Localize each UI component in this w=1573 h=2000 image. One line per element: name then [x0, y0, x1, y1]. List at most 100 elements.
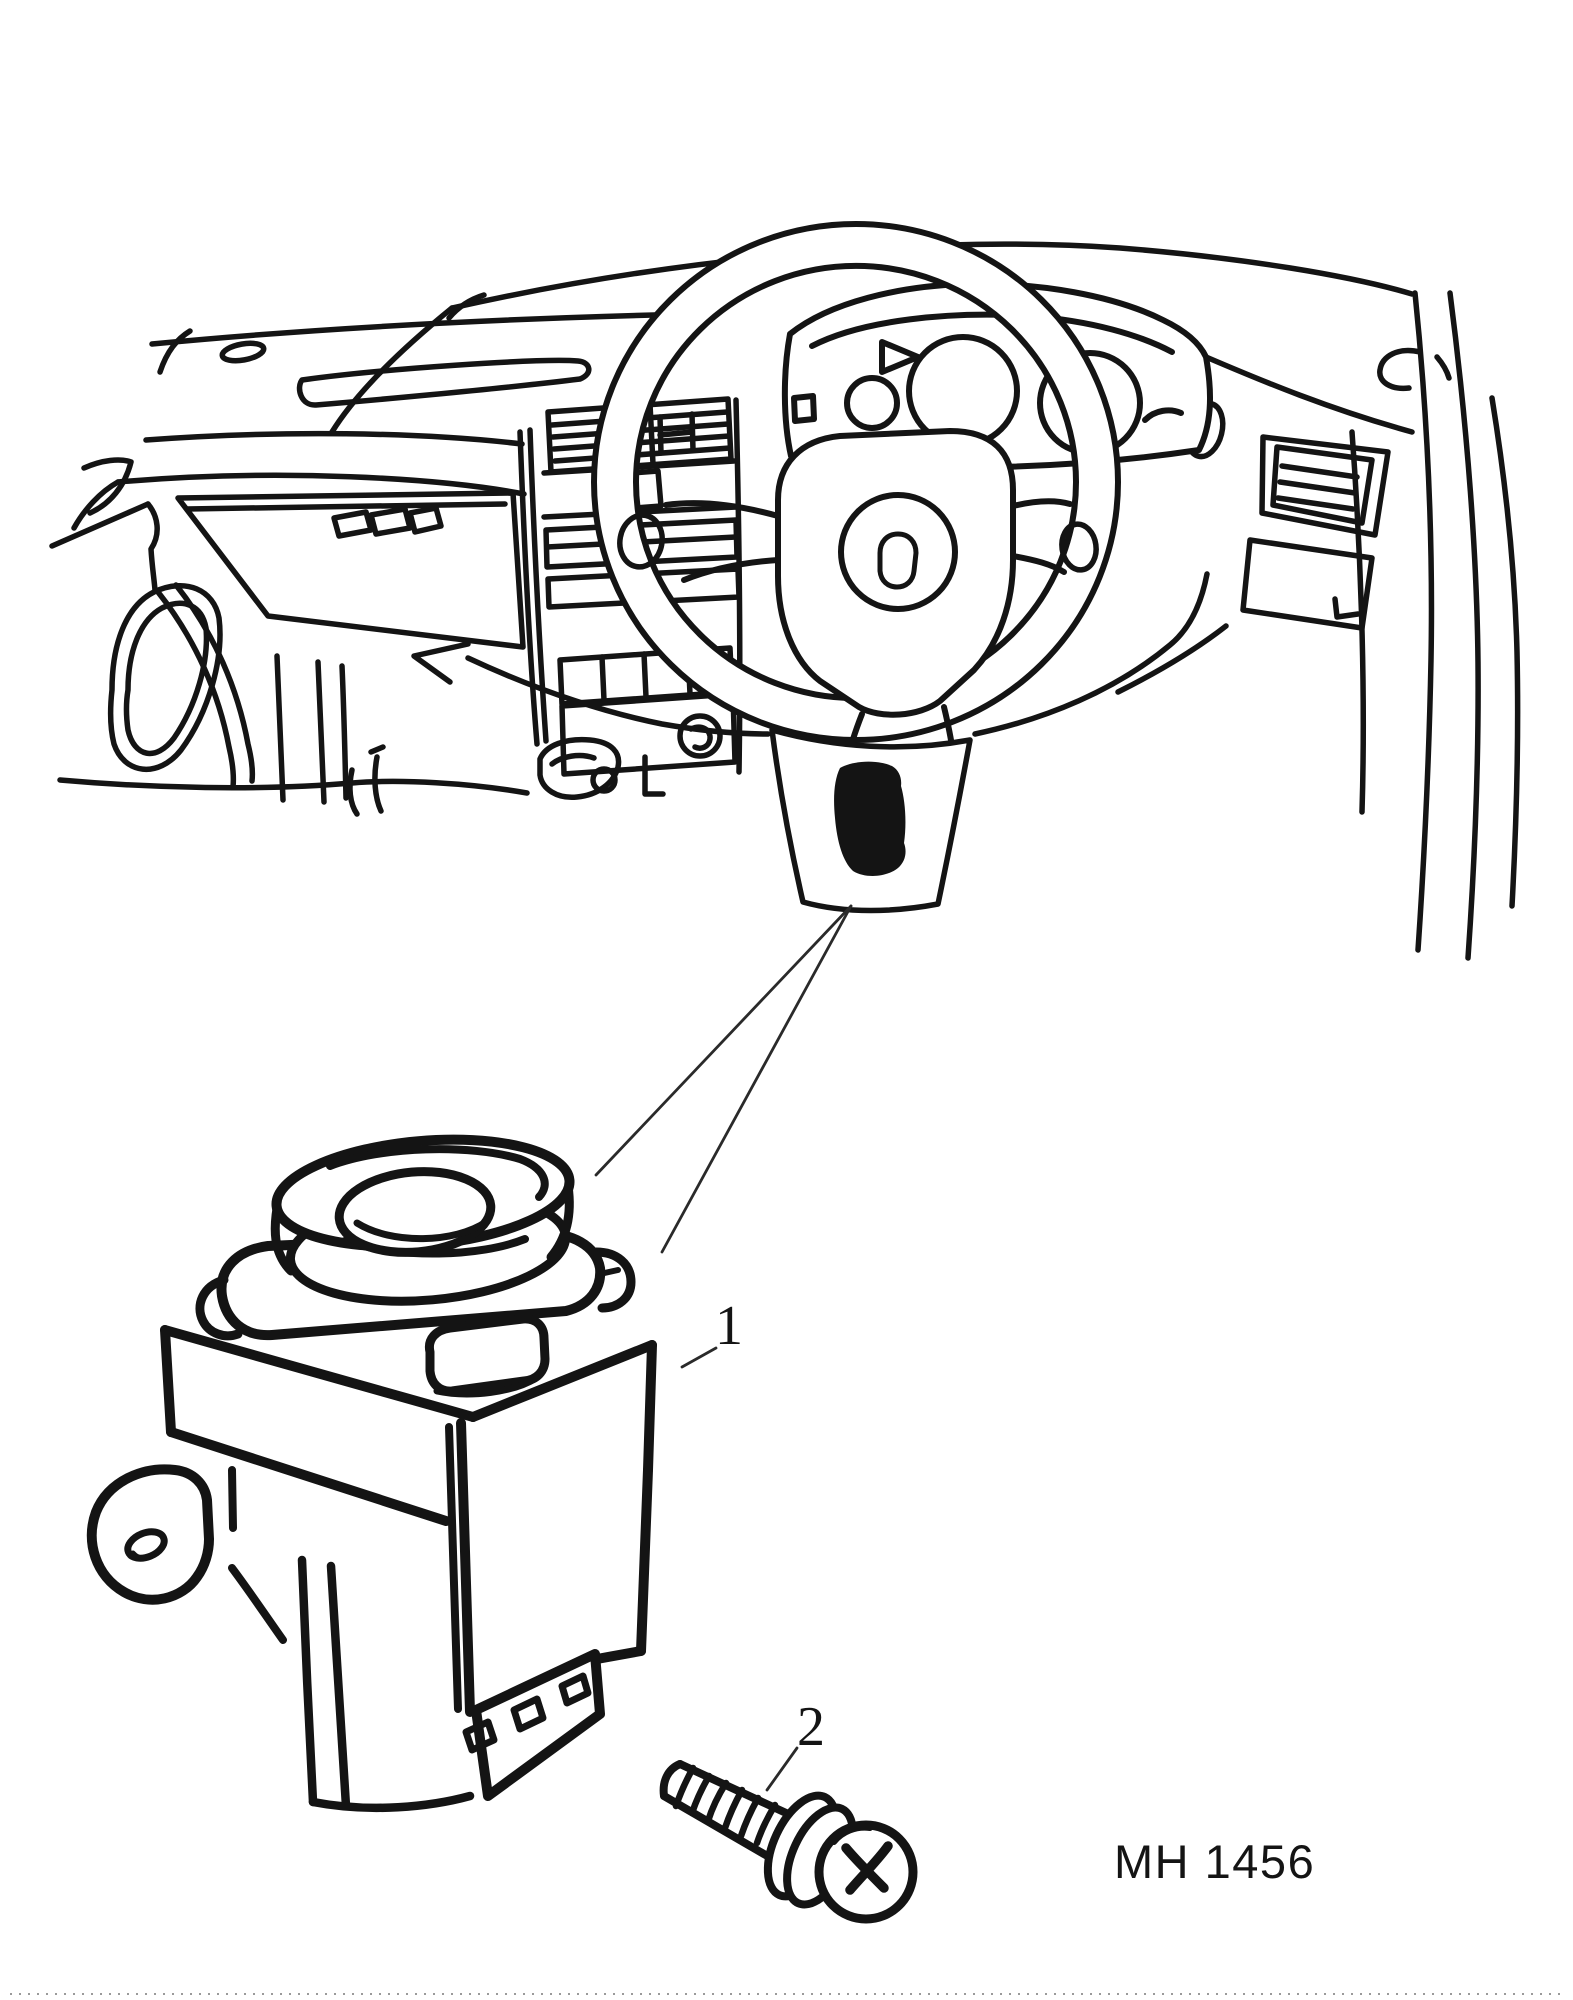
airbag-pad	[838, 492, 958, 612]
neck-left-line-1	[297, 1555, 318, 1807]
wheel-rim	[591, 221, 1121, 743]
radio-slot	[543, 517, 740, 570]
mounting-ear-hole-arc	[130, 1550, 159, 1561]
callout-2-leader	[765, 1746, 799, 1792]
dash-notch	[411, 641, 471, 685]
dash-lip-left-bend	[71, 479, 121, 531]
dash-sensor-oval	[219, 340, 267, 364]
mounting-screw	[659, 1760, 918, 1924]
wiper-stalk-flick-icon	[446, 292, 487, 321]
spoke-right-bottom	[1010, 553, 1067, 575]
wheel-arch-inner	[173, 582, 256, 784]
dash-front-lip	[115, 472, 527, 497]
plate-bulge-tick	[597, 1267, 621, 1277]
spoke-left-bottom	[681, 557, 781, 583]
dash-bottom-right-2	[1115, 623, 1229, 695]
screw-tip	[659, 1760, 684, 1800]
harness-hook-2	[372, 754, 384, 814]
switch-body-right-edge	[643, 1340, 657, 1475]
spoke-hole-right	[1059, 521, 1099, 573]
switch-front-tab-arc	[433, 1374, 540, 1398]
under-dash-line-3	[339, 663, 349, 801]
spoke-right-top	[1010, 498, 1073, 509]
switch-body-top-left-edge	[160, 1325, 478, 1422]
dash-right-top-edge	[1203, 354, 1415, 435]
under-dash-line-1	[274, 653, 286, 803]
glove-box-top-line	[184, 501, 508, 512]
pillar-tick	[1434, 354, 1452, 381]
switch-body-front-bottom	[166, 1427, 451, 1526]
heater-knob-swirl	[688, 724, 713, 751]
ear-step-diagonal	[228, 1564, 287, 1644]
ashtray-cup	[537, 736, 622, 800]
heater-panel	[559, 691, 738, 777]
right-vent-louver	[1275, 463, 1360, 512]
wiper-stalk-icon	[157, 328, 193, 375]
right-panel-latch	[1332, 596, 1361, 620]
cluster-button	[791, 393, 817, 424]
screw-threads	[672, 1764, 779, 1847]
glove-box	[175, 490, 526, 650]
locator-leader-line-left	[594, 904, 853, 1177]
phillips-slot-2	[845, 1841, 893, 1895]
kick-panel-inner	[123, 600, 210, 757]
figure-reference-code: MH 1456	[1114, 1835, 1315, 1888]
windshield-base-line	[149, 311, 695, 347]
switch-body-top-right-edge	[468, 1340, 657, 1422]
neck-bottom	[308, 1791, 475, 1813]
radio-slot-2	[545, 566, 742, 610]
neck-left-line-2	[326, 1561, 351, 1811]
door-edge-line	[49, 501, 151, 549]
thread	[737, 1794, 762, 1840]
connector-slot-3	[558, 1672, 592, 1707]
connector-slot-2	[510, 1695, 547, 1733]
right-vent-frame	[1259, 434, 1391, 538]
glove-box-latch-3	[407, 505, 444, 535]
plate-bulge-right	[591, 1247, 636, 1313]
floor-line	[57, 777, 530, 796]
spoke-hole-left	[617, 512, 665, 570]
plate-bulge-left	[195, 1275, 243, 1341]
ear-step-line	[228, 1466, 237, 1532]
ashtray-inner-arc	[549, 752, 597, 767]
screw-head-dome-arc	[831, 1824, 873, 1845]
spoke-left-top	[663, 500, 781, 519]
defroster-vent	[296, 357, 592, 408]
leader-lines	[594, 904, 853, 1792]
dashboard-illustration	[49, 241, 1521, 961]
vent-slider	[657, 411, 696, 456]
connector-panel	[471, 1649, 605, 1801]
stack-left-border-2	[527, 427, 549, 744]
collar-spiral-arc	[326, 1145, 549, 1201]
key-barrel-shadow	[353, 1218, 490, 1243]
glove-box-latch-2	[368, 506, 413, 537]
switch-body-inward-edge	[592, 1646, 646, 1664]
ignition-location-highlight	[834, 761, 906, 877]
gauge-partial-right	[1142, 407, 1184, 423]
door-edge-hook	[145, 501, 160, 593]
under-dash-line-2	[315, 659, 327, 805]
ignition-switch-unit	[86, 1134, 657, 1813]
gauge-triangle	[879, 339, 921, 375]
thread	[672, 1764, 697, 1810]
door-handle-icon	[1377, 347, 1423, 392]
lighter-socket	[590, 766, 618, 794]
switch-body-crease-2	[456, 1418, 475, 1717]
door-frame-line	[1489, 395, 1521, 909]
stack-left-border	[517, 429, 540, 747]
bracket-line	[642, 754, 666, 797]
thread	[688, 1772, 713, 1817]
vent-divider	[647, 401, 656, 467]
right-vent-inner	[1270, 444, 1375, 526]
switch-body-left-edge	[160, 1325, 176, 1437]
gauge-small-left	[844, 375, 900, 431]
vent-louver	[552, 445, 733, 464]
callout-1-label: 1	[715, 1295, 743, 1357]
thread	[753, 1801, 779, 1847]
callout-1-leader	[680, 1346, 718, 1369]
heater-knob	[677, 713, 723, 759]
glove-box-latch-1	[331, 509, 374, 539]
dash-bottom-right	[972, 571, 1210, 737]
